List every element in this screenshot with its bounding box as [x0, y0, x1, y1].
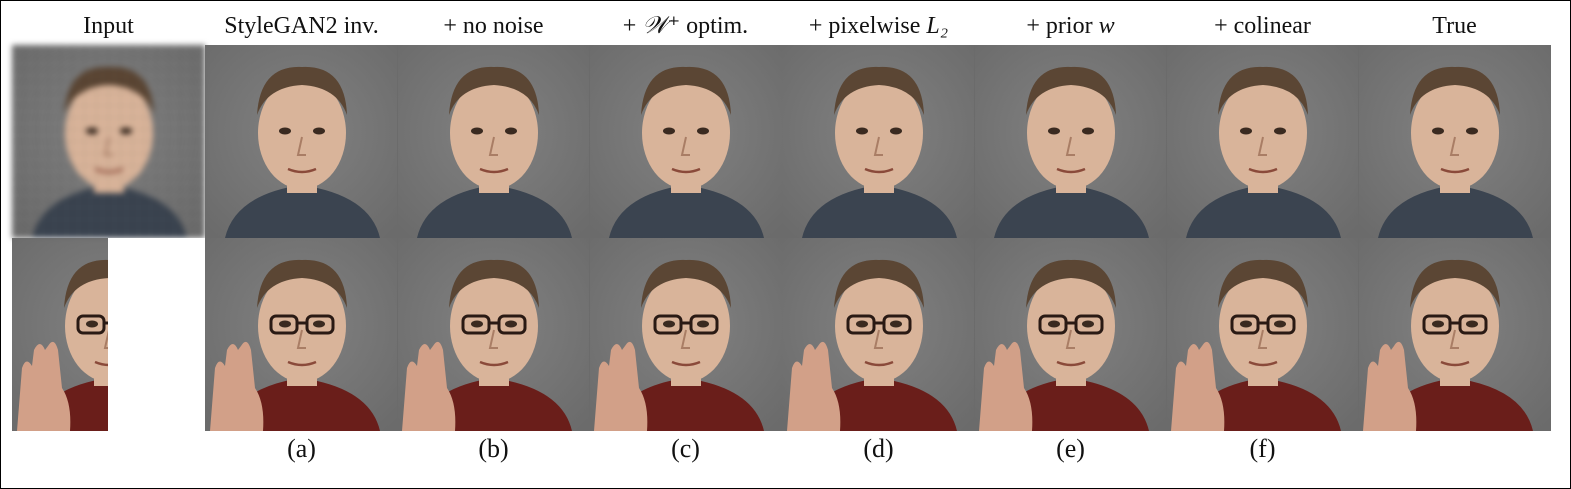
column-title-c: + 𝒲⁺ optim.	[622, 13, 749, 39]
column-title-true: True	[1432, 13, 1477, 39]
portrait-image-c-row1	[589, 45, 782, 238]
portrait-image-f-row1	[1166, 45, 1359, 238]
column-title-e: + prior w	[1026, 13, 1115, 39]
portrait-image-a-row2	[205, 238, 398, 431]
portrait-image-b-row2	[397, 238, 590, 431]
column-label-b: (b)	[478, 434, 509, 463]
portrait-image-true-row1	[1358, 45, 1551, 238]
portrait-image-e-row2	[974, 238, 1167, 431]
column-label-f: (f)	[1249, 434, 1276, 463]
portrait-image-c-row2	[589, 238, 782, 431]
column-title-b: + no noise	[443, 13, 544, 39]
portrait-image-e-row1	[974, 45, 1167, 238]
column-title-input: Input	[83, 13, 134, 39]
portrait-image-b-row1	[397, 45, 590, 238]
input-masked-portrait-image	[12, 238, 205, 431]
pixelation-overlay	[12, 45, 205, 238]
column-title-f: + colinear	[1214, 13, 1311, 39]
inpainting-mask-region	[108, 238, 205, 431]
portrait-image-a-row1	[205, 45, 398, 238]
portrait-image-d-row2	[782, 238, 975, 431]
portrait-image-f-row2	[1166, 238, 1359, 431]
column-label-e: (e)	[1056, 434, 1085, 463]
input-pixelated-portrait-image	[12, 45, 205, 238]
portrait-image-true-row2	[1358, 238, 1551, 431]
column-title-a: StyleGAN2 inv.	[224, 13, 379, 39]
column-label-c: (c)	[671, 434, 700, 463]
column-label-d: (d)	[863, 434, 894, 463]
column-title-d: + pixelwise L₂	[808, 13, 949, 39]
portrait-image-d-row1	[782, 45, 975, 238]
column-label-a: (a)	[287, 434, 316, 463]
